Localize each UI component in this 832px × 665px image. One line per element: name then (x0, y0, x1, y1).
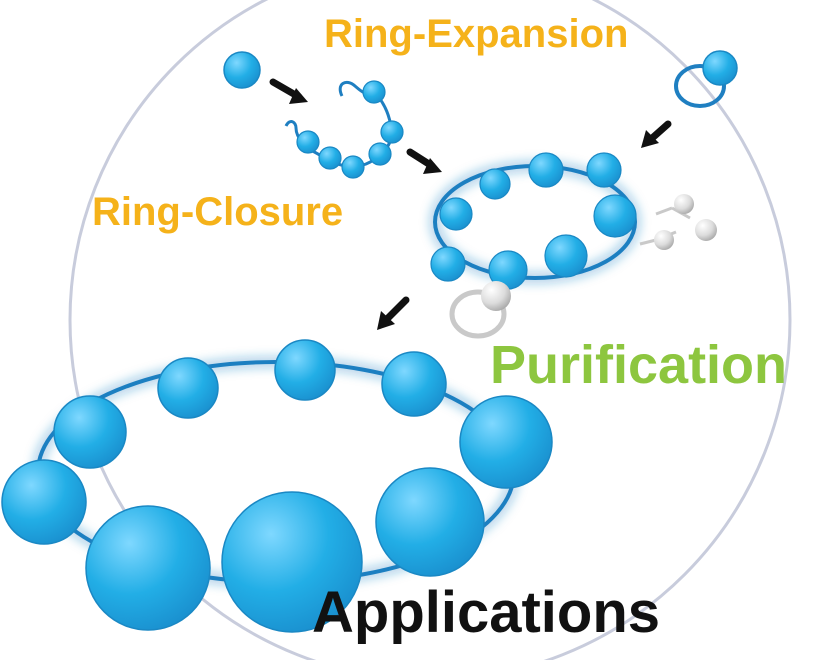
applications-label: Applications (312, 580, 661, 645)
arrow-icon (406, 148, 442, 174)
impurity-ring (449, 281, 511, 339)
arrow-icon (269, 78, 308, 104)
ring-closure-label: Ring-Closure (92, 190, 344, 234)
monomer-bead (223, 51, 261, 89)
arrow-icon (377, 296, 410, 330)
large-ring-beads (1, 339, 553, 633)
small-ring-beads (430, 152, 637, 290)
arrow-icon (641, 120, 672, 148)
purification-label: Purification (490, 335, 788, 395)
ring-expansion-label: Ring-Expansion (324, 12, 629, 56)
impurity-linear (639, 194, 717, 250)
background-circle (68, 0, 792, 665)
cyclic-initiator (674, 50, 738, 108)
linear-chain (284, 80, 404, 179)
